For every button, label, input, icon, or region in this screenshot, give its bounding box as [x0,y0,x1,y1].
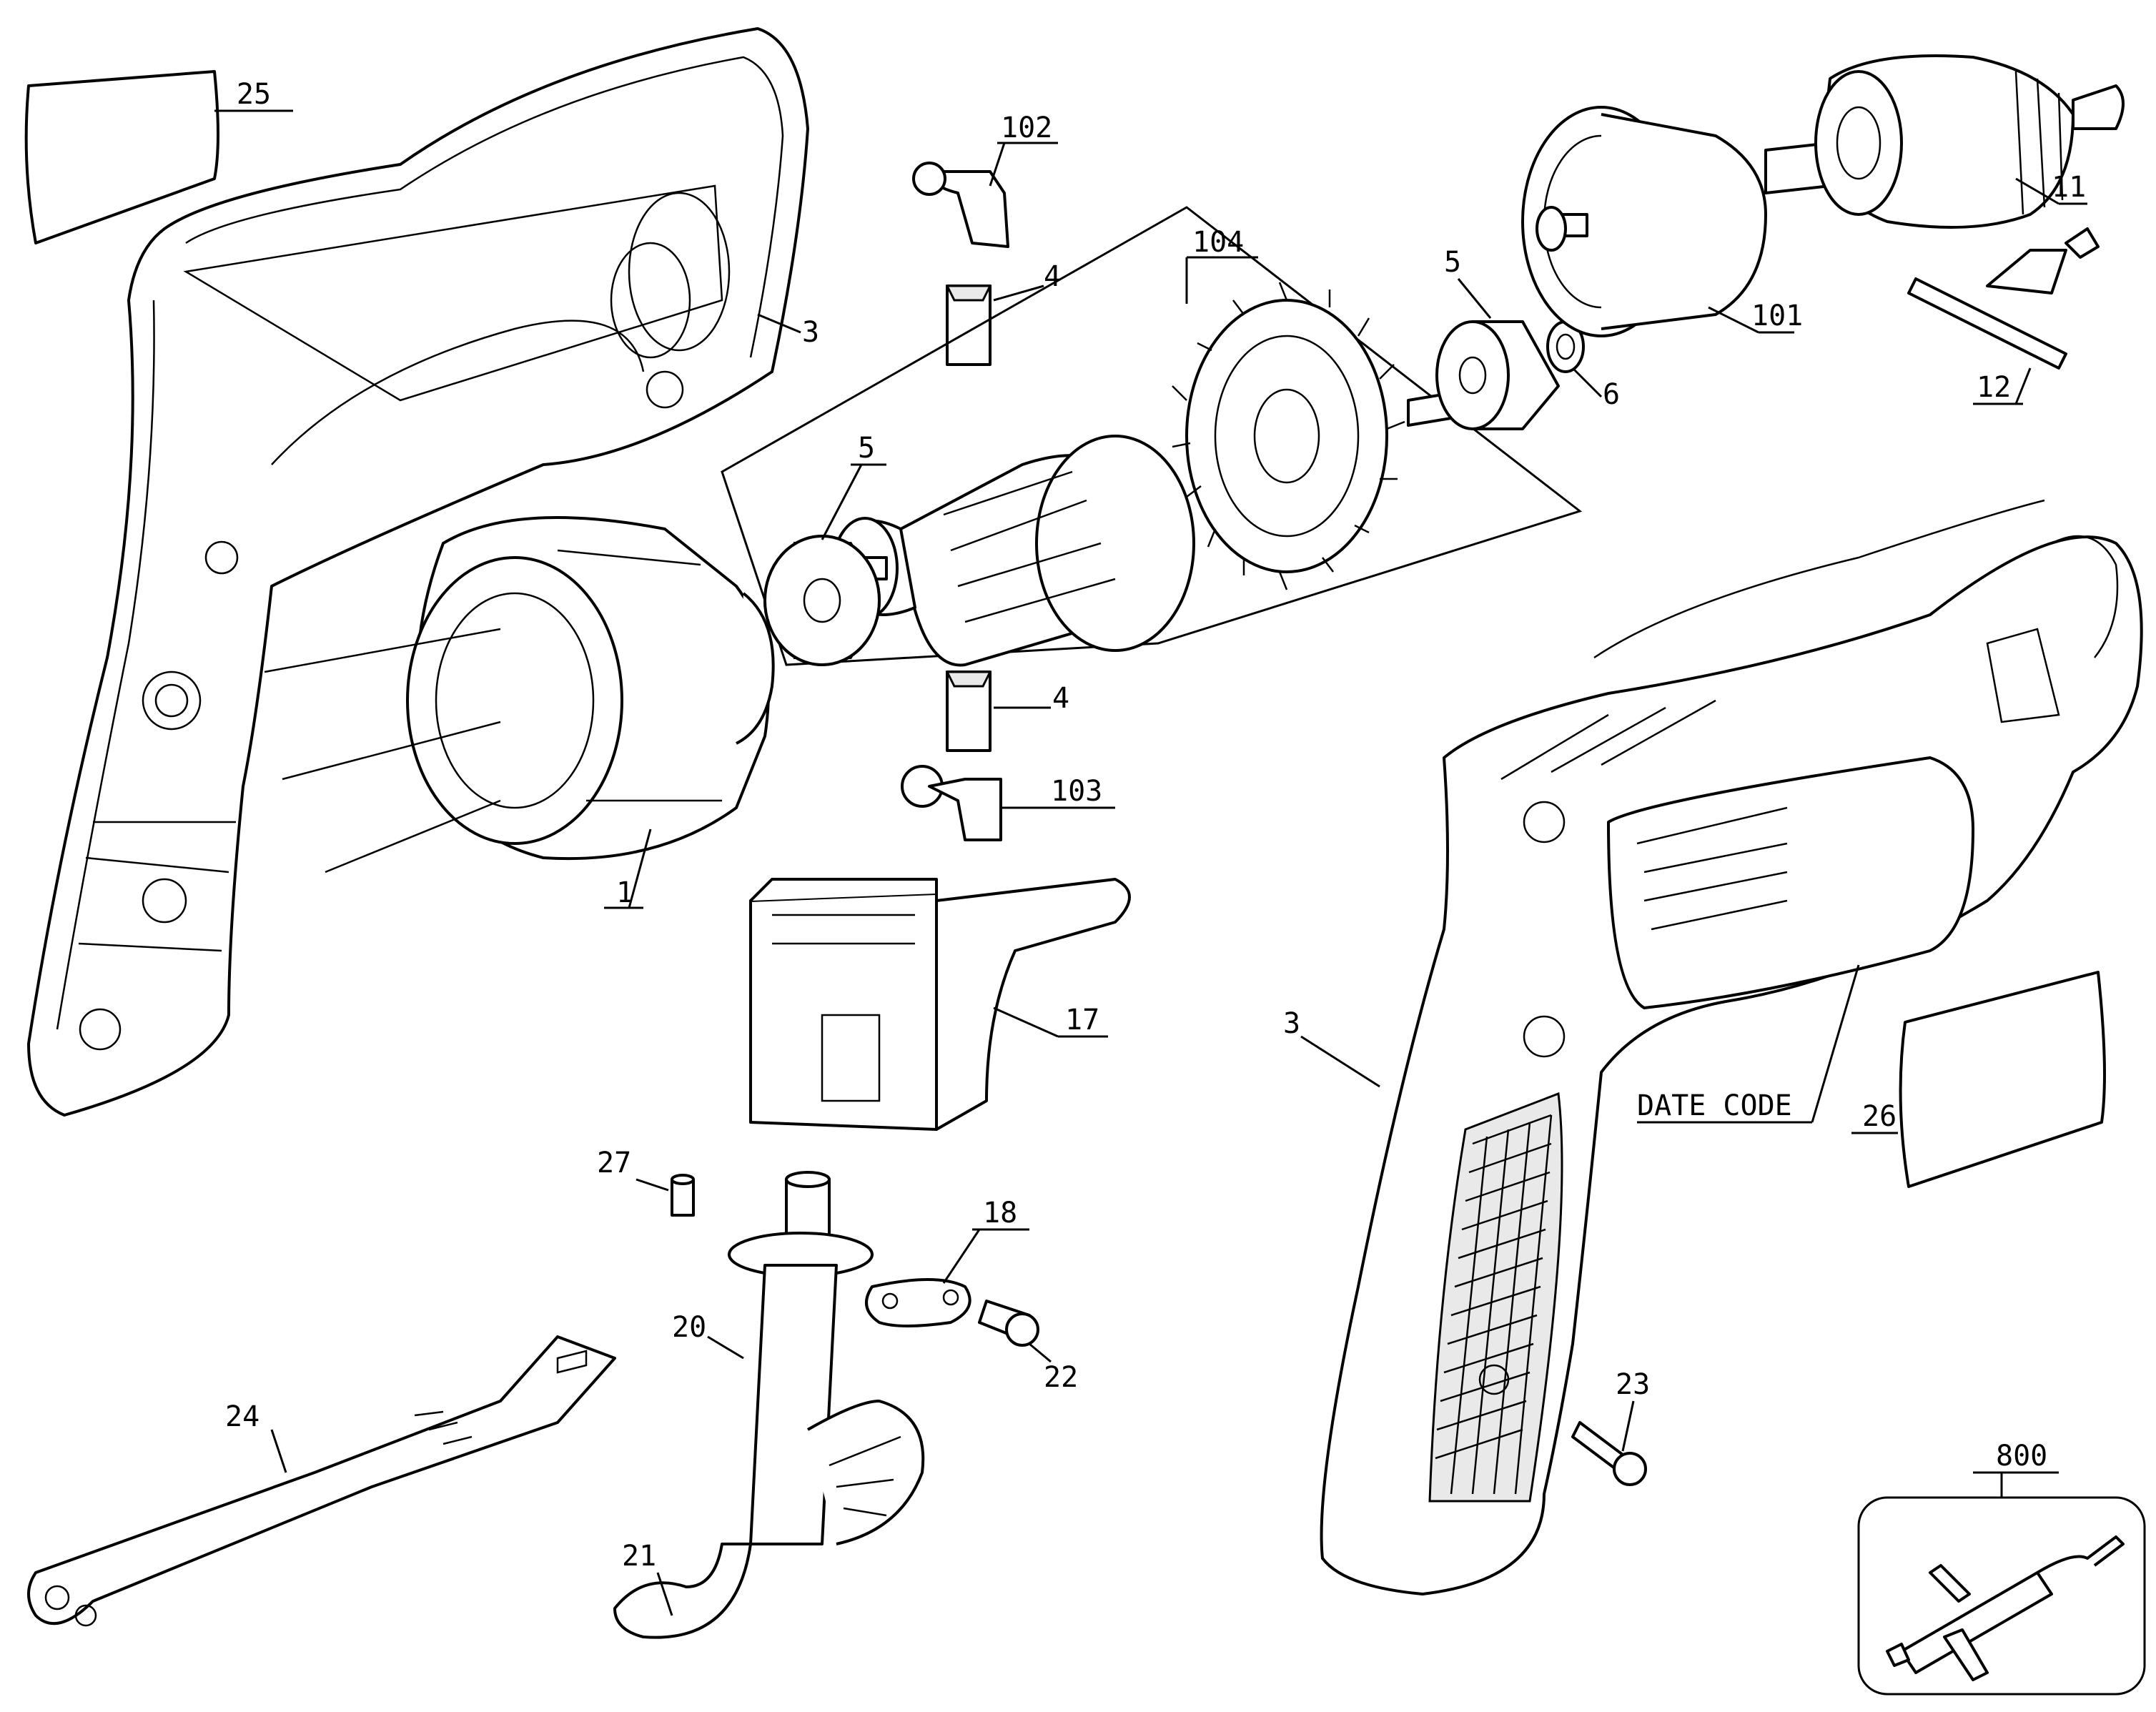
part-23-screw: 23 [1571,1368,1650,1486]
callout-23: 23 [1616,1368,1650,1401]
callout-4-bottom: 4 [1052,682,1069,715]
callout-26: 26 [1862,1100,1897,1133]
callout-27: 27 [597,1147,631,1179]
grip-texture-pattern [1435,1114,1553,1495]
callout-101: 101 [1751,300,1803,332]
part-24-strap: 24 [27,1335,616,1627]
part-11-chuck: 11 [1814,54,2125,229]
part-4-carbon-brush-top: 4 [945,260,1061,366]
callout-21: 21 [622,1540,656,1573]
callout-102: 102 [1001,112,1052,144]
part-3-housing-half: 3 [27,27,819,1117]
part-5-bearing-left: 5 [763,432,886,666]
part-18-cord-clamp: 18 [865,1197,1029,1327]
callout-3-right: 3 [1283,1007,1300,1040]
part-6-washer: 6 [1546,320,1620,411]
callout-3-left: 3 [802,316,819,349]
part-22-screw: 22 [978,1300,1078,1394]
callout-1: 1 [616,876,633,909]
part-27-pin: 27 [597,1147,695,1217]
part-1-field-stator: 1 [264,516,775,909]
part-102-brush-holder: 102 [912,112,1058,248]
callout-104: 104 [1192,226,1244,259]
part-3-assembled-drill: 3 DATE CODE [1283,499,2143,1595]
part-12-chuck-key: 12 [1907,227,2100,405]
callout-800: 800 [1996,1440,2047,1473]
callout-12: 12 [1977,371,2011,404]
callout-25: 25 [237,78,271,111]
callout-5-left: 5 [858,432,875,465]
callout-17: 17 [1065,1004,1099,1036]
part-25-label-plate: 25 [24,70,293,244]
callout-18: 18 [983,1197,1017,1229]
part-800-cord-set: 800 [1857,1440,2146,1696]
callout-date-code: DATE CODE [1637,1089,1792,1122]
callout-24: 24 [225,1400,259,1433]
callout-22: 22 [1044,1361,1078,1394]
part-20-side-handle: 20 [672,1171,925,1545]
part-4-carbon-brush-bottom: 4 [945,671,1069,752]
part-5-bearing-right: 5 [1435,246,1560,430]
part-17-trigger-switch: 17 [749,878,1131,1131]
part-26-label-plate: 26 [1851,971,2106,1188]
callout-6: 6 [1603,378,1620,411]
callout-20: 20 [672,1311,706,1344]
part-21-handle-clamp: 21 [613,1540,752,1639]
part-103-brush-holder: 103 [901,765,1115,841]
callout-103: 103 [1051,775,1102,808]
callout-11: 11 [2052,171,2086,204]
part-104-armature-assembly: 104 [721,206,1583,667]
callout-5-right: 5 [1444,246,1461,279]
